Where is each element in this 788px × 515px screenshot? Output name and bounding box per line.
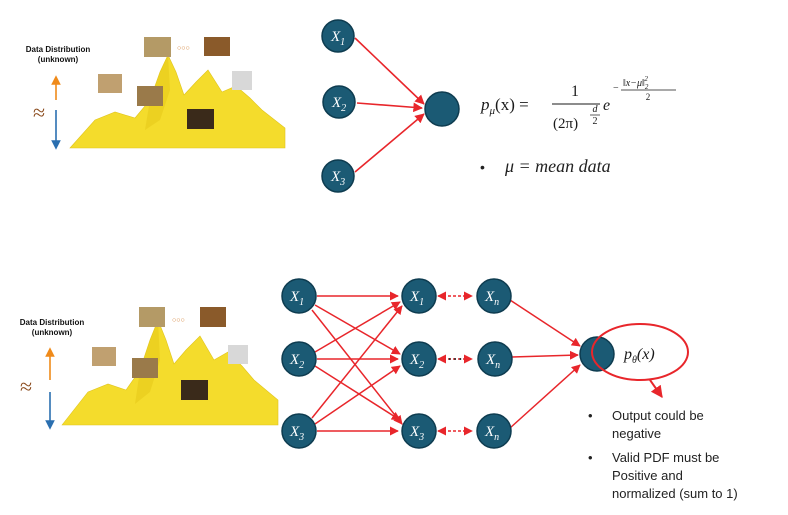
note-1-bullet: • — [588, 408, 593, 423]
bottom-photo-dog-2 — [200, 307, 226, 327]
bottom-data-distribution: Data Distribution (unknown) ≈ ○○○ — [20, 307, 279, 430]
bottom-output-label: pθ(x) — [623, 346, 655, 366]
top-input-node-x3 — [321, 159, 355, 193]
top-bullet-symbol: • — [480, 159, 485, 175]
bottom-photo-dog-6 — [228, 345, 248, 364]
edge-l3x1-out — [509, 299, 581, 347]
top-edge-x1 — [354, 37, 425, 105]
top-data-distribution: Data Distribution (unknown) ≈ ○○○ — [26, 37, 286, 150]
bottom-dist-label-line1: Data Distribution — [20, 318, 85, 327]
bottom-l2-label-x1: X1 — [409, 289, 424, 308]
top-photo-dog-5 — [187, 109, 214, 129]
note-2-line-3: normalized (sum to 1) — [612, 486, 738, 501]
top-input-node-x1 — [321, 19, 355, 53]
bottom-dots: ○○○ — [172, 317, 185, 324]
edge-l3x2-out — [511, 350, 579, 360]
bottom-l3-label-xn-3: Xn — [484, 424, 499, 443]
bottom-edges-l1-l2 — [311, 291, 403, 436]
bottom-photo-dog-4 — [132, 358, 158, 378]
top-edge-x3 — [354, 113, 425, 173]
bottom-edges-l2-l3 — [437, 291, 473, 436]
bottom-output-highlight-ellipse — [591, 323, 689, 381]
bottom-dist-label-line2: (unknown) — [32, 328, 73, 337]
formula-exp-norm: ‖x−μ‖22 — [623, 75, 649, 91]
bottom-l1-node-x1 — [281, 278, 317, 314]
top-approx-symbol: ≈ — [33, 100, 45, 125]
bottom-l2-node-x2 — [401, 341, 437, 377]
note-1-line-1: Output could be — [612, 408, 704, 423]
top-edge-x2 — [356, 102, 423, 113]
edge-l1x3-l2x1 — [311, 305, 403, 419]
bottom-photo-dog-1 — [139, 307, 165, 327]
top-mountain — [69, 54, 286, 149]
bottom-l1-label-x3: X3 — [289, 424, 304, 443]
edge-l1x2-l2x3 — [314, 365, 401, 421]
note-2-line-1: Valid PDF must be — [612, 450, 719, 465]
edge-l1x3-l2x2 — [314, 365, 401, 425]
bottom-l1-node-x2 — [281, 341, 317, 377]
bottom-l3-label-xn-1: Xn — [484, 289, 499, 308]
top-network: X1 X2 X3 — [321, 19, 460, 193]
top-formula: pμ(x) = 1 (2π) d 2 e − ‖x−μ‖22 2 — [480, 75, 676, 132]
bottom-edges-l3-out — [509, 299, 581, 429]
top-photo-dog-6 — [232, 71, 252, 90]
note-2-bullet: • — [588, 450, 593, 465]
top-bullet-text: μ = mean data — [504, 156, 611, 176]
top-input-label-x2: X2 — [331, 95, 346, 114]
bottom-l1-label-x1: X1 — [289, 289, 304, 308]
bottom-l2-label-x2: X2 — [409, 352, 424, 371]
formula-numerator: 1 — [571, 83, 579, 100]
top-dist-label-line1: Data Distribution — [26, 45, 91, 54]
bottom-photo-dog-5 — [181, 380, 208, 400]
formula-denom-exp-den: 2 — [593, 116, 598, 127]
bottom-photo-dog-3 — [92, 347, 116, 366]
note-1-line-2: negative — [612, 426, 661, 441]
bottom-l3-node-xn-3 — [476, 413, 512, 449]
formula-exp-minus: − — [613, 83, 619, 94]
note-2-line-2: Positive and — [612, 468, 683, 483]
top-photo-dog-3 — [98, 74, 122, 93]
top-input-label-x1: X1 — [330, 29, 345, 48]
top-photo-dog-2 — [204, 37, 230, 56]
formula-denom-exp-num: d — [593, 104, 599, 115]
formula-exp-den: 2 — [646, 92, 651, 102]
bottom-network: ⋯ X1 X2 X3 X1 X2 X3 Xn Xn Xn pθ(x) — [281, 278, 689, 449]
top-bullet: • μ = mean data — [480, 156, 611, 176]
bottom-l1-node-x3 — [281, 413, 317, 449]
bottom-approx-symbol: ≈ — [20, 374, 32, 399]
top-photo-dog-1 — [144, 37, 171, 57]
edge-l1x1-l2x3 — [311, 309, 403, 425]
bottom-l3-node-xn-1 — [476, 278, 512, 314]
bottom-output-node — [579, 336, 615, 372]
bottom-l2-node-x3 — [401, 413, 437, 449]
bottom-output-pointer-arrow — [649, 379, 663, 398]
bottom-l3-node-xn-2 — [477, 341, 513, 377]
bottom-l1-label-x2: X2 — [289, 352, 304, 371]
formula-lhs: pμ(x) = — [480, 95, 529, 117]
top-dots: ○○○ — [177, 45, 190, 52]
bottom-l2-label-x3: X3 — [409, 424, 424, 443]
bottom-notes: • Output could be negative • Valid PDF m… — [588, 408, 738, 501]
edge-l1x2-l2x1 — [314, 301, 401, 353]
formula-e: e — [603, 97, 610, 114]
top-input-label-x3: X3 — [330, 169, 345, 188]
edge-l1x1-l2x2 — [314, 304, 401, 355]
top-input-node-x2 — [322, 85, 356, 119]
bottom-l2-node-x1 — [401, 278, 437, 314]
bottom-ellipsis: ⋯ — [447, 351, 463, 368]
formula-denominator: (2π) — [553, 116, 578, 132]
bottom-l3-label-xn-2: Xn — [485, 352, 500, 371]
top-dist-label-line2: (unknown) — [38, 55, 79, 64]
edge-l3x3-out — [509, 364, 581, 429]
bottom-mountain — [61, 319, 279, 426]
top-photo-dog-4 — [137, 86, 163, 106]
top-output-node — [424, 91, 460, 127]
